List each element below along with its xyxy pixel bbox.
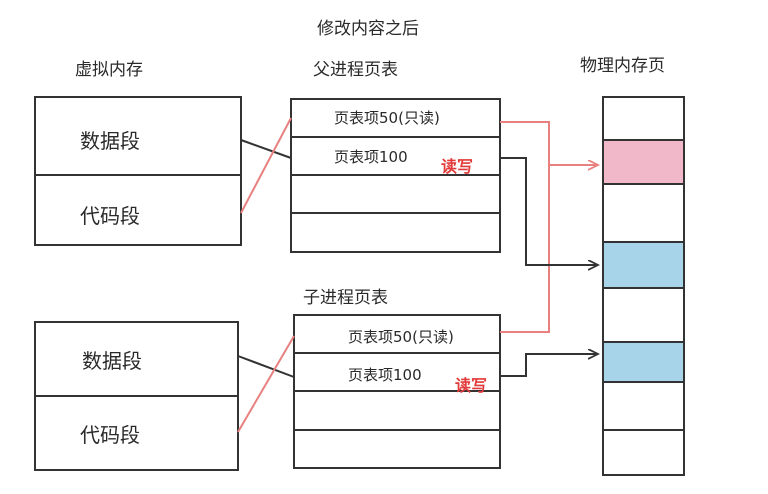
parent-data-connector <box>240 139 292 159</box>
child-code-segment: 代码段 <box>80 423 140 447</box>
parent-page-table <box>290 98 501 253</box>
blue-page-2 <box>603 342 684 382</box>
child-rw-label: 读写 <box>455 376 488 395</box>
parent-rw-label: 读写 <box>441 157 474 176</box>
child-data-connector <box>237 355 295 378</box>
shared-readonly-arrow <box>500 121 598 333</box>
parent-code-segment: 代码段 <box>80 204 140 228</box>
parent-entry-50: 页表项50(只读) <box>334 109 440 127</box>
parent-data-segment: 数据段 <box>80 129 140 153</box>
parent-page-table-header: 父进程页表 <box>313 60 398 80</box>
physical-memory-header: 物理内存页 <box>580 56 665 76</box>
parent-code-connector <box>240 117 292 214</box>
child-page-table-header: 子进程页表 <box>303 288 388 308</box>
child-page-table <box>293 314 501 469</box>
parent-rw-arrow <box>500 157 598 265</box>
parent-entry-100: 页表项100 <box>334 148 408 166</box>
pink-page <box>603 140 684 184</box>
child-entry-100: 页表项100 <box>348 366 422 384</box>
child-entry-50: 页表项50(只读) <box>348 328 454 346</box>
child-virtual-memory <box>34 321 239 471</box>
diagram-title: 修改内容之后 <box>317 19 419 39</box>
parent-virtual-memory <box>34 96 242 246</box>
child-data-segment: 数据段 <box>82 349 142 373</box>
child-code-connector <box>237 335 295 433</box>
virtual-memory-header: 虚拟内存 <box>75 60 143 80</box>
child-rw-arrow <box>500 354 598 377</box>
blue-page-1 <box>603 242 684 288</box>
physical-memory <box>602 96 685 476</box>
